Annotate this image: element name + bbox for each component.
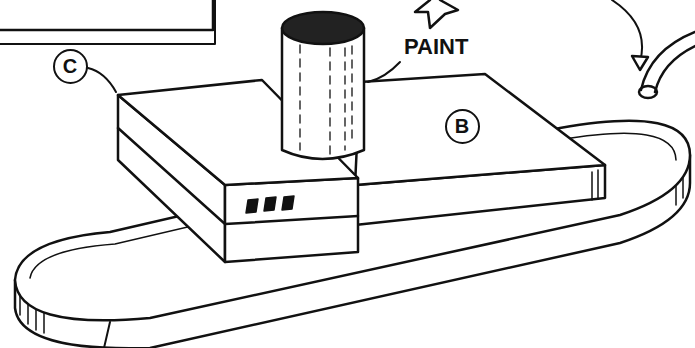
callout-circle: C	[53, 49, 88, 84]
arrowhead	[632, 56, 648, 70]
part-label: PAINT	[404, 34, 468, 60]
callout-circle: B	[445, 109, 480, 144]
box-b-top	[355, 74, 605, 185]
pointer-line	[612, 0, 642, 62]
panel-edge	[0, 0, 213, 30]
panel-edge	[0, 0, 215, 44]
vent-slots	[246, 196, 294, 213]
leader-line	[104, 322, 110, 348]
can-shading	[300, 45, 352, 158]
callout-letter: C	[63, 55, 77, 78]
box-shading	[592, 170, 598, 200]
cable	[641, 32, 695, 92]
leader-line	[88, 68, 116, 92]
leader-line	[368, 62, 400, 82]
paint-can	[282, 28, 364, 159]
callout-letter: B	[455, 115, 469, 138]
paint-can-lid	[282, 12, 364, 44]
hollow-arrow	[415, 0, 458, 28]
